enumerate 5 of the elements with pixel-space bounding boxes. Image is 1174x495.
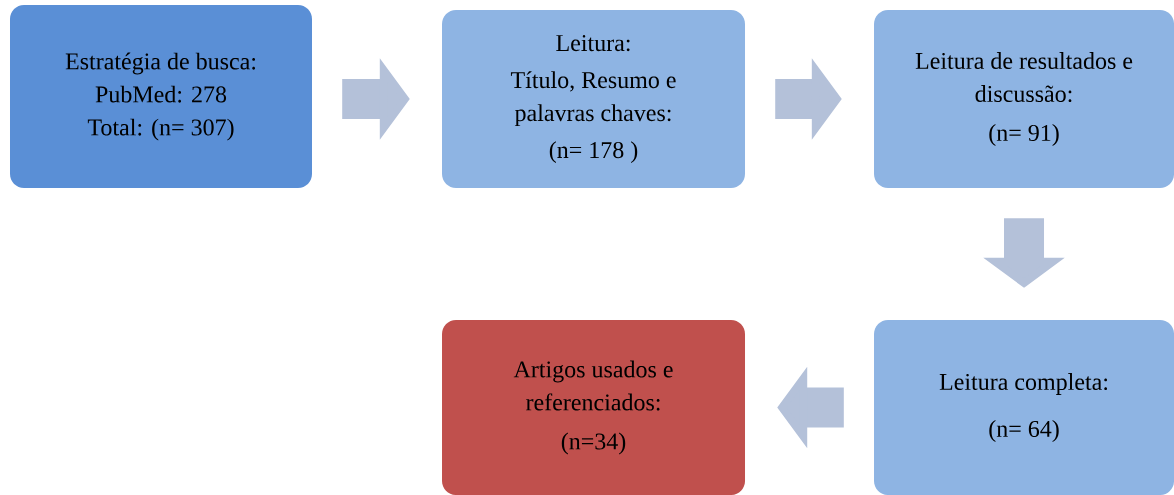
process-box: Estratégia de busca: PubMed: 278 Total: (n= 307) (10, 5, 312, 188)
result-box: Artigos usados e referenciados: (n=34) (442, 320, 745, 495)
process-box: Leitura: Título, Resumo e palavras chaves: (n= 178 ) (442, 10, 745, 188)
process-box: Leitura de resultados e discussão: (n= 91) (874, 10, 1174, 188)
process-box: Leitura completa: (n= 64) (874, 320, 1174, 495)
